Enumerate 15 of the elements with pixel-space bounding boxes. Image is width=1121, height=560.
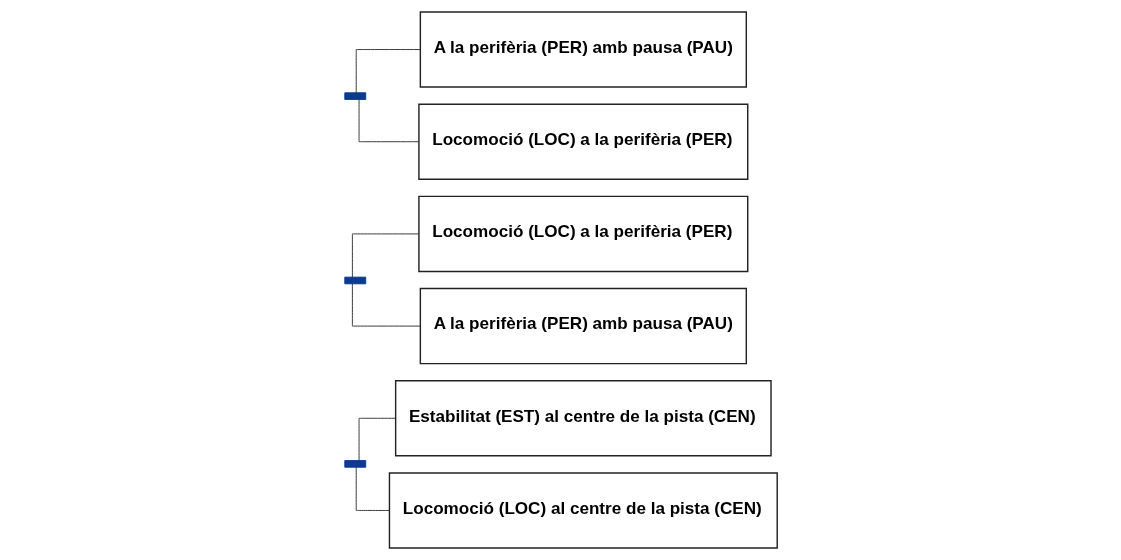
connector [358,417,396,461]
node-box: Estabilitat (EST) al centre de la pista (CEN) [394,380,772,457]
node-box: Locomoció (LOC) al centre de la pista (CEN) [388,472,778,549]
connector [351,233,419,278]
connector [355,466,390,511]
node-box: Locomoció (LOC) a la perifèria (PER) [417,103,748,180]
node-bar [343,92,366,100]
node-box: A la perifèria (PER) amb pausa (PAU) [419,11,747,88]
connector [355,49,421,94]
connector [351,283,421,327]
node-box: A la perifèria (PER) amb pausa (PAU) [419,287,747,365]
node-box: Locomoció (LOC) a la perifèria (PER) [417,195,748,273]
connector [358,99,419,143]
node-bar [343,276,366,285]
node-bar [343,460,366,468]
